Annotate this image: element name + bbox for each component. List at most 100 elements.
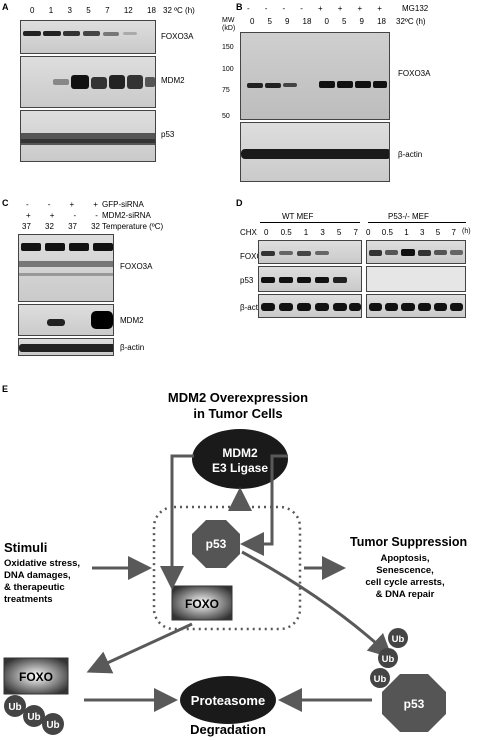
sign: + [318, 4, 323, 13]
time-label: 1 [404, 228, 409, 237]
band-mdm2-a [53, 75, 155, 89]
ko-times: 0 0.5 1 3 5 7 [366, 228, 456, 237]
time-label: 7 [105, 6, 110, 15]
ub-circle [4, 695, 26, 717]
wt-times: 0 0.5 1 3 5 7 [264, 228, 358, 237]
mdm2-e3-ligase-node [192, 429, 288, 489]
label-actin-c: β-actin [120, 343, 145, 352]
p53-ub-label: p53 [404, 697, 425, 711]
blot-a-mdm2 [20, 56, 156, 108]
label-mdm2-c: MDM2 [120, 316, 144, 325]
blot-c-actin [18, 338, 114, 356]
band-ko-foxo3a [369, 249, 463, 256]
panel-b-temp-label: 32ºC (h) [396, 17, 426, 26]
time-label: 1 [303, 228, 309, 237]
arrow-mdm2-to-foxo [160, 454, 194, 590]
p53-ko-mef-label: P53-/- MEF [388, 212, 429, 221]
time-label: 5 [267, 17, 272, 26]
e3-ligase-label: E3 Ligase [212, 461, 268, 475]
blot-d-ko-foxo3a [366, 240, 466, 264]
sign: - [300, 4, 303, 13]
blot-d-wt-foxo3a [258, 240, 362, 264]
ub-label: Ub [374, 674, 387, 685]
time-label: 0.5 [381, 228, 393, 237]
temp: 37 [68, 222, 77, 231]
ub-label: Ub [46, 720, 59, 731]
band-ko-actin [369, 303, 463, 311]
sign: - [264, 4, 268, 13]
panel-d-letter: D [236, 198, 243, 208]
label-mdm2-a: MDM2 [161, 76, 185, 85]
blot-c-foxo3a [18, 234, 114, 302]
panel-e-letter: E [2, 384, 9, 394]
foxo-ub-node [3, 657, 69, 695]
gfp-label: GFP-siRNA [102, 200, 144, 209]
title-line2: in Tumor Cells [193, 406, 282, 421]
time-label: 5 [435, 228, 441, 237]
time-label: 9 [359, 17, 364, 26]
temp: 37 [22, 222, 31, 231]
temps: 37 32 37 32 [22, 222, 100, 231]
time-label: 0 [264, 228, 269, 237]
ub-circle [370, 668, 390, 688]
sign: + [357, 4, 363, 13]
mechanism-diagram: MDM2 Overexpression in Tumor Cells MDM2 … [3, 390, 467, 737]
chx-label: CHX [240, 228, 257, 237]
suppression-line: Apoptosis, [380, 553, 429, 564]
gfp-signs: - - + + [26, 200, 98, 209]
time-label: 0 [366, 228, 371, 237]
time-label: 0 [30, 6, 35, 15]
sign: + [49, 211, 55, 220]
blot-a-p53 [20, 110, 156, 162]
sign: + [26, 211, 31, 220]
time-label: 3 [320, 228, 325, 237]
time-label: 12 [123, 6, 133, 15]
suppression-line: & DNA repair [376, 589, 435, 600]
time-label: 0 [250, 17, 255, 26]
mdm2-sirna-label: MDM2-siRNA [102, 211, 151, 220]
panel-c-letter: C [2, 198, 9, 208]
time-label: 3 [67, 6, 72, 15]
arrow-mdm2-to-p53 [240, 454, 288, 556]
sign: - [26, 200, 29, 209]
band-foxo3a-a [23, 31, 137, 36]
band-wt-p53 [261, 277, 347, 283]
time-label: 9 [285, 17, 290, 26]
sign: - [282, 4, 286, 13]
sign: + [93, 200, 98, 209]
band-foxo3a-b [247, 81, 387, 88]
sign: + [337, 4, 343, 13]
mw-75: 75 [222, 87, 230, 94]
hours-unit: (h) [462, 228, 471, 235]
temperature-label: Temperature (ºC) [102, 222, 164, 231]
ub-label: Ub [27, 712, 40, 723]
panel-a-temp-label: 32 ºC (h) [163, 6, 195, 15]
time-label: 5 [86, 6, 91, 15]
stimuli-title: Stimuli [4, 540, 47, 555]
blot-a-foxo3a [20, 20, 156, 54]
mw-100: 100 [222, 66, 234, 73]
degradation-label: Degradation [190, 722, 266, 737]
blot-d-wt-p53 [258, 266, 362, 292]
time-label: 0.5 [280, 228, 292, 237]
band-actin-c [19, 344, 113, 352]
foxo-ub-label: FOXO [19, 670, 53, 684]
panel-b-times: 0 5 9 18 0 5 9 18 [250, 17, 386, 26]
mdm2-label: MDM2 [222, 446, 258, 460]
ub-circle [378, 648, 398, 668]
ub-label: Ub [8, 702, 21, 713]
label-foxo3a-d: FOXO3A [240, 252, 273, 261]
mw-label: MW (kD) [222, 17, 236, 32]
label-foxo3a-a: FOXO3A [161, 32, 194, 41]
time-label: 7 [451, 228, 456, 237]
foxo-node [171, 585, 233, 621]
blot-b-actin [240, 122, 390, 182]
band-wt-foxo3a [261, 251, 329, 256]
arrow-p53-to-ub [241, 550, 393, 659]
blot-d-ko-actin [366, 294, 466, 318]
temp: 32 [45, 222, 54, 231]
sign: - [73, 211, 77, 220]
panel-a-letter: A [2, 2, 9, 12]
time-label: 7 [353, 228, 358, 237]
stimuli-line: treatments [4, 594, 53, 605]
